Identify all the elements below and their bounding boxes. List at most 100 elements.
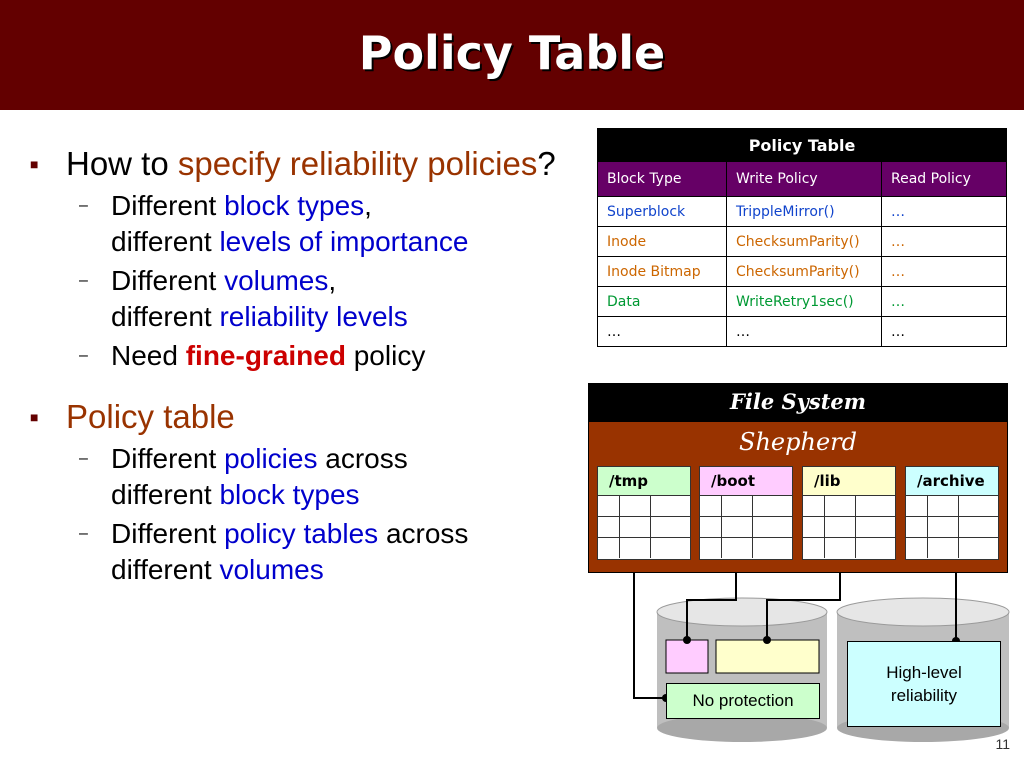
dash-bullet-icon: – xyxy=(79,347,88,364)
dash-bullet-icon: – xyxy=(79,197,88,214)
bullet-text-segment: different xyxy=(111,554,220,585)
sub-bullet-item: – Need fine-grained policy xyxy=(30,338,570,374)
bullet-text-segment: Different xyxy=(111,190,225,221)
mount-table-row xyxy=(803,496,895,517)
column-header: Read Policy xyxy=(881,161,1007,197)
bullet-text-segment: levels of importance xyxy=(219,226,469,257)
table-cell: … xyxy=(726,316,882,347)
mount-table-row xyxy=(700,517,792,538)
file-system-bar: File System xyxy=(588,383,1008,421)
bullet-text-segment: How to xyxy=(66,145,178,182)
sub-bullet-item: – Different policy tables across different… xyxy=(30,516,570,588)
bullet-text-segment: Different xyxy=(111,265,225,296)
bullet-text-segment: Different xyxy=(111,443,225,474)
bullet-item: ■ Policy table xyxy=(30,396,570,438)
bullet-text-segment: policy xyxy=(345,340,426,371)
slide-number: 11 xyxy=(995,736,1010,752)
high-level-reliability-label: High-level reliability xyxy=(886,663,962,705)
mount-table-row xyxy=(906,538,998,558)
table-cell: ChecksumParity() xyxy=(726,256,882,287)
table-cell: TrippleMirror() xyxy=(726,196,882,227)
mount-label: /boot xyxy=(700,467,792,496)
dash-bullet-icon: – xyxy=(79,272,88,289)
sub-bullet-item: – Different policies across different bloc… xyxy=(30,441,570,513)
left-disk-shape xyxy=(656,597,828,742)
dash-bullet-icon: – xyxy=(79,450,88,467)
bullet-text-segment: , xyxy=(328,265,337,296)
mount-table-row xyxy=(598,517,690,538)
table-cell: Inode Bitmap xyxy=(597,256,727,287)
lib-volume-box xyxy=(715,639,820,674)
shepherd-label: Shepherd xyxy=(739,428,857,456)
table-cell: Inode xyxy=(597,226,727,257)
bullet-text-segment: Need xyxy=(111,340,186,371)
no-protection-box: No protection xyxy=(666,683,820,719)
bullet-text-segment: across xyxy=(317,443,408,474)
shepherd-panel: Shepherd /tmp/boot/lib/archive xyxy=(588,421,1008,573)
bullet-text-segment: volumes xyxy=(219,554,324,585)
table-cell: WriteRetry1sec() xyxy=(726,286,882,317)
mount-label: /archive xyxy=(906,467,998,496)
table-cell: … xyxy=(597,316,727,347)
mount-table-boot: /boot xyxy=(699,466,793,560)
bullet-text-segment: different xyxy=(111,479,220,510)
table-cell: … xyxy=(881,316,1007,347)
bullet-text-segment: specify reliability policies xyxy=(177,145,538,182)
bullet-text-segment: block types xyxy=(224,190,365,221)
bullet-text-segment: different xyxy=(111,301,220,332)
mount-table-row xyxy=(803,517,895,538)
bullet-text-segment: ? xyxy=(537,145,556,182)
mount-table-row xyxy=(700,496,792,517)
mount-label: /tmp xyxy=(598,467,690,496)
bullet-text-segment: policies xyxy=(224,443,318,474)
boot-volume-box xyxy=(665,639,709,674)
mount-table-row xyxy=(598,538,690,558)
bullet-text-segment: across xyxy=(378,518,469,549)
title-bar: Policy Table xyxy=(0,0,1024,110)
mount-table-lib: /lib xyxy=(802,466,896,560)
bullet-text-segment: different xyxy=(111,226,220,257)
mount-table-tmp: /tmp xyxy=(597,466,691,560)
bullet-text-segment: block types xyxy=(219,479,360,510)
mount-table-row xyxy=(906,517,998,538)
bullet-text-segment: Policy table xyxy=(66,398,235,435)
mount-table-row xyxy=(700,538,792,558)
sub-bullet-item: – Different volumes, different reliability… xyxy=(30,263,570,335)
bullet-text-segment: reliability levels xyxy=(219,301,408,332)
mount-table-row xyxy=(598,496,690,517)
square-bullet-icon: ■ xyxy=(30,409,39,425)
dash-bullet-icon: – xyxy=(79,525,88,542)
square-bullet-icon: ■ xyxy=(30,156,39,172)
bullet-text-segment: fine-grained xyxy=(185,340,346,371)
bullet-text-segment: policy tables xyxy=(224,518,379,549)
mount-label: /lib xyxy=(803,467,895,496)
table-cell: … xyxy=(881,196,1007,227)
table-cell: … xyxy=(881,286,1007,317)
table-cell: ChecksumParity() xyxy=(726,226,882,257)
column-header: Block Type xyxy=(597,161,727,197)
bullet-item: ■ How to specify reliability policies? xyxy=(30,143,570,185)
mount-table-row xyxy=(906,496,998,517)
bullet-text-segment: volumes xyxy=(224,265,329,296)
mount-table-archive: /archive xyxy=(905,466,999,560)
table-cell: … xyxy=(881,256,1007,287)
table-cell: … xyxy=(881,226,1007,257)
column-header: Write Policy xyxy=(726,161,882,197)
bullet-text-segment: Different xyxy=(111,518,225,549)
slide-title: Policy Table xyxy=(358,26,666,80)
table-cell: Superblock xyxy=(597,196,727,227)
bullet-text-segment: , xyxy=(364,190,372,221)
mount-table-row xyxy=(803,538,895,558)
high-level-reliability-box: High-level reliability xyxy=(847,641,1001,727)
table-cell: Data xyxy=(597,286,727,317)
sub-bullet-item: – Different block types, different levels … xyxy=(30,188,570,260)
bullet-list: ■ How to specify reliability policies? – Di… xyxy=(30,143,570,588)
table-row: ……… xyxy=(597,316,1007,347)
policy-table-title: Policy Table xyxy=(597,128,1007,162)
